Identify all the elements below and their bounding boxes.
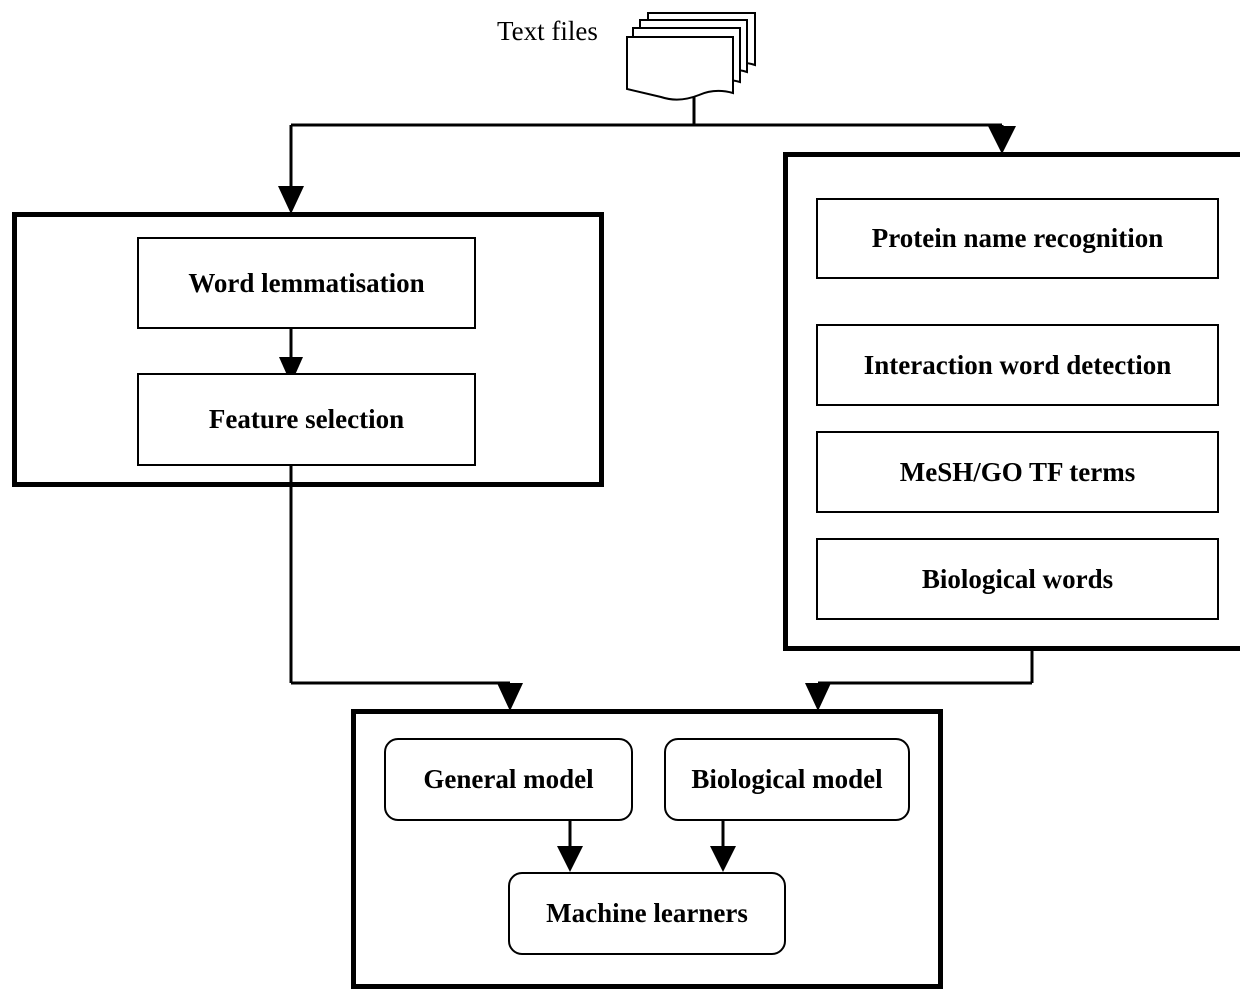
arrowhead-to-learners-right xyxy=(710,846,736,872)
text-files-icon xyxy=(626,12,756,101)
arrowhead-to-feature xyxy=(279,357,303,384)
domain-features-group xyxy=(783,152,1240,651)
machine-learners-box: Machine learners xyxy=(508,872,786,955)
biological-model-box: Biological model xyxy=(664,738,910,821)
preprocessing-group xyxy=(12,212,604,487)
word-lemmatisation-box: Word lemmatisation xyxy=(137,237,476,329)
text-files-label: Text files xyxy=(497,16,598,46)
arrowhead-to-learners-left xyxy=(557,846,583,872)
interaction-word-detection-box: Interaction word detection xyxy=(816,324,1219,406)
protein-name-recognition-box: Protein name recognition xyxy=(816,198,1219,279)
arrowhead-left-to-bottom xyxy=(497,683,523,711)
mesh-go-tf-terms-box: MeSH/GO TF terms xyxy=(816,431,1219,513)
biological-words-box: Biological words xyxy=(816,538,1219,620)
arrowhead-to-right-group xyxy=(988,126,1016,154)
general-model-box: General model xyxy=(384,738,633,821)
feature-selection-box: Feature selection xyxy=(137,373,476,466)
arrowhead-to-left-group xyxy=(278,186,304,214)
arrowhead-right-to-bottom xyxy=(805,683,831,711)
